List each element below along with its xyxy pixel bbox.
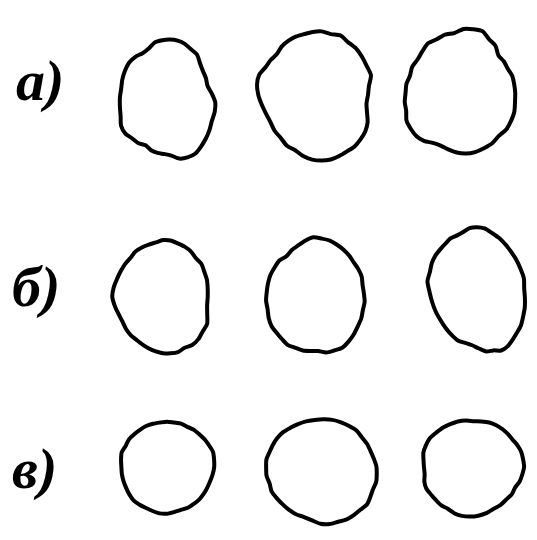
row-label: а) <box>16 52 64 110</box>
irregular-outline <box>427 227 524 351</box>
row-label: б) <box>12 258 60 316</box>
row-label: в) <box>12 440 57 498</box>
irregular-outline <box>423 421 524 517</box>
irregular-outline <box>266 419 377 524</box>
irregular-outline <box>112 240 207 353</box>
irregular-outline <box>121 422 214 514</box>
irregular-outline <box>257 31 371 160</box>
irregular-outline <box>266 237 365 352</box>
irregular-outline <box>405 29 516 154</box>
irregular-outline <box>120 40 216 159</box>
